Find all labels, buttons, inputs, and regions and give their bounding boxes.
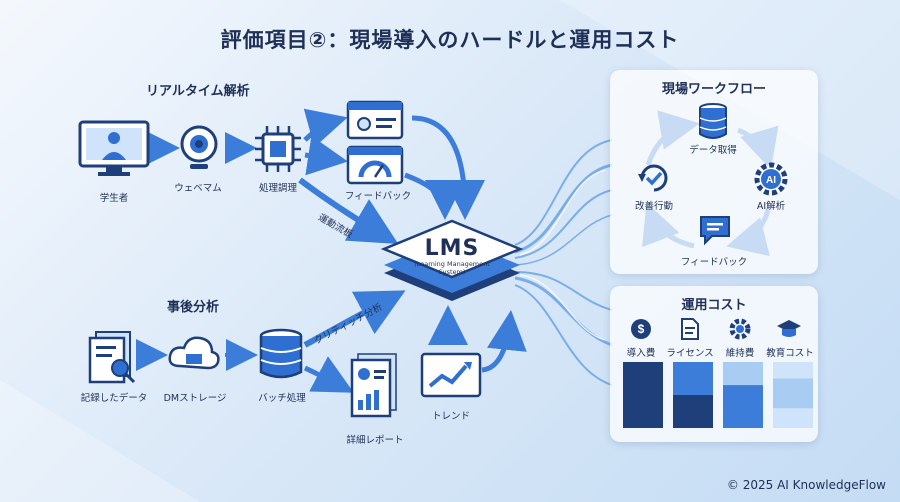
cost-label-1: ライセンス bbox=[666, 348, 714, 359]
cost-bar-3-segment-1 bbox=[773, 378, 813, 409]
cost-bar-2-segment-1 bbox=[723, 385, 763, 428]
cloud-storage-icon bbox=[168, 336, 220, 370]
webcam-icon bbox=[180, 125, 218, 169]
refresh-check-icon bbox=[638, 164, 668, 192]
database-icon bbox=[259, 328, 303, 379]
chat-bubble-icon bbox=[700, 216, 730, 246]
processor-chip-icon bbox=[255, 126, 301, 172]
lms-subtitle-1: (Learning Management bbox=[414, 260, 490, 268]
report-document-icon bbox=[350, 353, 397, 418]
document-icon bbox=[681, 318, 699, 340]
workflow-title: 現場ワークフロー bbox=[661, 82, 766, 97]
cost-bar-3-segment-0 bbox=[773, 362, 813, 379]
ai-gear-icon: AI bbox=[754, 162, 788, 196]
cost-bar-1-segment-1 bbox=[673, 395, 713, 428]
student-monitor-icon bbox=[78, 120, 150, 176]
trend-label: トレンド bbox=[431, 411, 470, 422]
workflow-database-icon bbox=[699, 103, 727, 139]
feedback-label: フィードバック bbox=[344, 191, 412, 202]
dashboard-window-icon bbox=[346, 100, 404, 140]
workflow-feedback-label: フィードバック bbox=[680, 257, 748, 268]
cost-label-0: 導入費 bbox=[626, 348, 656, 359]
workflow-data-label: データ取得 bbox=[689, 145, 737, 156]
ai-badge-text: AI bbox=[766, 175, 776, 186]
copyright: © 2025 AI KnowledgeFlow bbox=[726, 478, 886, 492]
cost-bar-1-segment-0 bbox=[673, 362, 713, 395]
graduation-cap-icon bbox=[777, 320, 801, 337]
gear-icon bbox=[729, 318, 751, 340]
cost-bar-0-segment-0 bbox=[623, 362, 663, 428]
cost-bar-2-segment-0 bbox=[723, 362, 763, 386]
webcam-label: ウェベマム bbox=[174, 183, 222, 194]
lms-platform bbox=[380, 219, 524, 301]
processing-label: 処理調理 bbox=[258, 183, 297, 194]
student-label: 学生者 bbox=[99, 193, 129, 204]
post-heading: 事後分析 bbox=[167, 300, 220, 315]
realtime-heading: リアルタイム解析 bbox=[146, 84, 250, 99]
gauge-window-icon bbox=[346, 145, 404, 185]
storage-label: DMストレージ bbox=[163, 393, 227, 404]
lms-name: LMS bbox=[424, 236, 480, 261]
cost-label-3: 教育コスト bbox=[766, 348, 814, 359]
cost-title: 運用コスト bbox=[681, 298, 747, 313]
recorded-document-icon bbox=[88, 331, 136, 384]
lms-subtitle-2: System) bbox=[438, 268, 466, 276]
trend-chart-icon bbox=[420, 352, 482, 398]
cost-bars bbox=[623, 362, 813, 428]
batch-label: バッチ処理 bbox=[258, 393, 306, 404]
svg-text:$: $ bbox=[638, 322, 645, 336]
workflow-ai-label: AI解析 bbox=[756, 201, 786, 212]
page-title: 評価項目②：現場導入のハードルと運用コスト bbox=[220, 28, 680, 52]
report-label: 詳細レポート bbox=[346, 435, 404, 446]
workflow-improve-label: 改善行動 bbox=[634, 201, 673, 212]
dollar-icon: $ bbox=[631, 319, 651, 339]
cost-label-2: 維持費 bbox=[725, 348, 755, 359]
recorded-data-label: 記録したデータ bbox=[80, 393, 148, 404]
